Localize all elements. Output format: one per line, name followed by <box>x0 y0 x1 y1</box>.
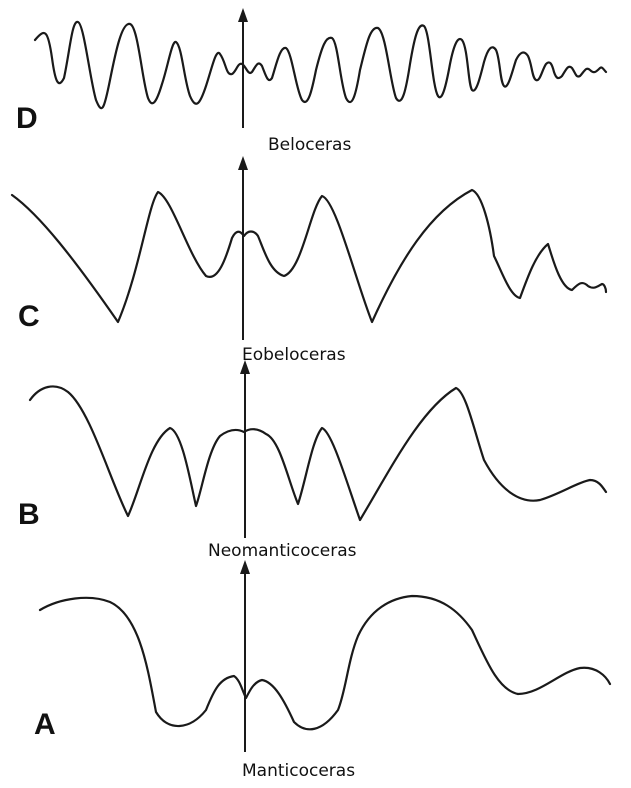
genus-label-beloceras: Beloceras <box>268 135 351 155</box>
panel-letter-a: A <box>34 708 56 741</box>
arrow-head-icon <box>240 360 250 374</box>
panel-letter-d: D <box>16 102 38 135</box>
suture-line-b <box>28 385 608 522</box>
panel-a: A Manticoceras <box>34 594 612 781</box>
genus-label-neomanticoceras: Neomanticoceras <box>208 541 357 561</box>
arrow-head-icon <box>240 560 250 574</box>
panel-letter-c: C <box>18 300 40 333</box>
panel-b: B Neomanticoceras <box>18 385 608 561</box>
genus-label-manticoceras: Manticoceras <box>242 761 355 781</box>
lineage-arrows <box>238 8 250 752</box>
suture-line-c <box>10 188 608 324</box>
suture-line-d <box>33 20 608 110</box>
suture-line-a <box>38 594 612 731</box>
panel-d: D Beloceras <box>16 20 608 155</box>
arrow-head-icon <box>238 156 248 170</box>
arrow-head-icon <box>238 8 248 22</box>
genus-label-eobeloceras: Eobeloceras <box>242 345 346 365</box>
panel-c: C Eobeloceras <box>10 188 608 365</box>
panel-letter-b: B <box>18 498 40 531</box>
